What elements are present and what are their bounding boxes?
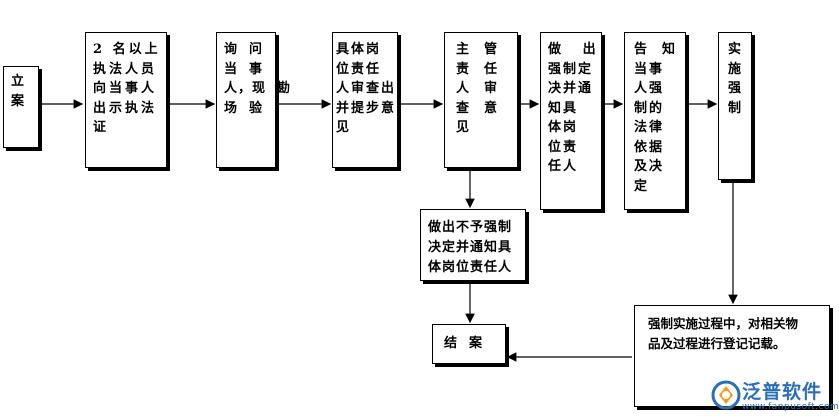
fanpu-logo-icon	[711, 380, 741, 410]
node-post-review	[332, 32, 398, 168]
node-force-decision	[540, 32, 602, 210]
node-notify-party	[624, 32, 686, 210]
node-post-review-label: 具体岗 位责任 人审查出 并提步意 见	[336, 42, 397, 135]
brand-name: 泛普软件	[742, 381, 823, 403]
node-supervisor-review-label: 主 管 责 任 人 审 查 意 见	[456, 42, 500, 135]
node-inquiry-inspection	[216, 32, 276, 168]
node-inquiry-inspection-label: 询 问 当 事 人，现 勘 场 验	[224, 42, 292, 116]
node-start	[3, 66, 39, 148]
node-enforce-label: 实 施 强 制	[728, 42, 748, 116]
node-record-process-label: 强制实施过程中，对相关物 品及过程进行登记记载。	[648, 316, 799, 351]
node-present-credentials-label: 2 名以上 执法人员 向当事人 出示执法 证	[93, 42, 161, 135]
node-close-case	[432, 324, 506, 364]
node-start-label: 立 案	[11, 74, 31, 109]
node-force-decision-label: 做 出 强制定 决并通 知具 体岗 位责 任人	[548, 42, 598, 174]
node-enforce	[718, 32, 752, 180]
node-supervisor-review	[444, 32, 518, 168]
node-no-force-decision-label: 做出不予强制 决定并通知具 体岗位责任人	[428, 220, 513, 275]
brand-url: www.fanpusoft.com	[742, 402, 839, 412]
node-close-case-label: 结 案	[444, 336, 484, 351]
node-record-process	[634, 305, 830, 407]
node-no-force-decision	[420, 209, 526, 281]
node-present-credentials	[85, 32, 167, 168]
node-notify-party-label: 告 知 当事 人强 制的 法律 依据 及决 定	[634, 42, 678, 194]
